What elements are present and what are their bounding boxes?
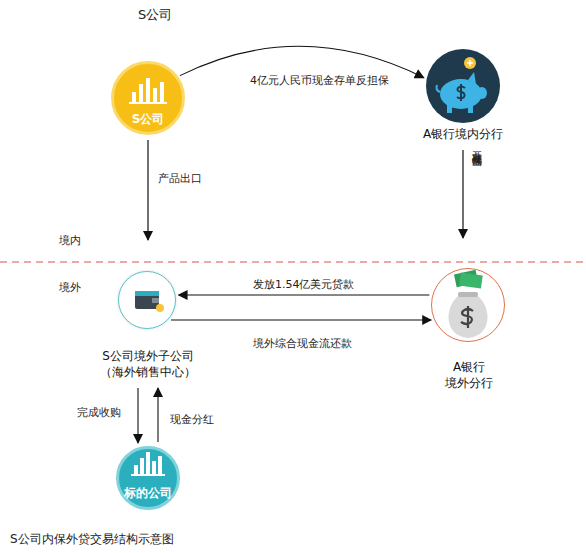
- free-label: 境内: [59, 233, 81, 248]
- edge-label: 现金分红: [170, 412, 214, 427]
- flow-arrow: [180, 46, 424, 77]
- edge-label: 完成收购: [77, 405, 121, 420]
- edge-label: 4亿元人民币现金存单反担保: [250, 73, 389, 88]
- node-label: 标的公司: [119, 485, 177, 501]
- guarantee-arrow: [462, 150, 463, 238]
- bank-circle: A银行 境外分行: [431, 268, 505, 342]
- flow-arrow: [157, 388, 158, 442]
- bank-circle: A银行境内分行: [426, 49, 500, 123]
- subsidiary-circle: S公司境外子公司 （海外销售中心）: [118, 271, 176, 329]
- node-label: A银行境内分行: [398, 126, 528, 142]
- node-label: S公司境外子公司 （海外销售中心）: [73, 348, 223, 380]
- edge-label: 发放1.54亿美元贷款: [253, 277, 355, 292]
- flow-arrow: [137, 388, 138, 443]
- node-label: S公司: [114, 111, 182, 127]
- edge-label: 境外综合现金流还款: [253, 336, 352, 351]
- export-arrow: [147, 140, 148, 240]
- diagram-title: S公司: [138, 6, 172, 24]
- flow-arrow: [179, 294, 430, 295]
- border-line: [0, 261, 586, 262]
- free-label: 开立融资性保函: [469, 143, 483, 150]
- flow-arrow: [171, 319, 431, 320]
- diagram-caption: S公司内保外贷交易结构示意图: [10, 531, 174, 548]
- free-label: 产品出口: [158, 171, 202, 186]
- company-circle: S公司: [111, 61, 185, 135]
- free-label: 境外: [59, 280, 81, 295]
- target-circle: 标的公司: [116, 446, 180, 510]
- node-label: A银行 境外分行: [434, 359, 504, 391]
